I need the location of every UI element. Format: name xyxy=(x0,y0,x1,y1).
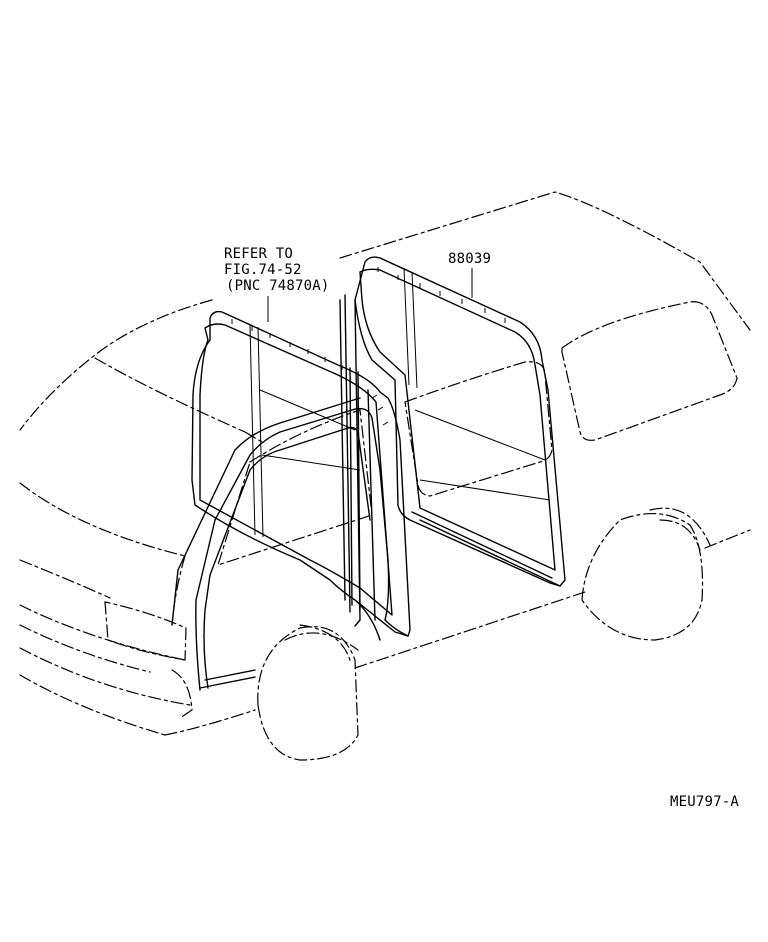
rear-door-glass xyxy=(404,361,553,497)
front-door-glass xyxy=(217,409,373,566)
front-roof-line xyxy=(19,299,213,431)
side-window xyxy=(561,301,738,441)
grille-corner xyxy=(171,669,193,719)
clip-marks xyxy=(231,267,506,426)
vehicle-body-outline xyxy=(19,191,751,761)
rear-pillar-left xyxy=(403,267,418,389)
front-door-frame xyxy=(195,407,390,691)
rear-weatherstrip-sill xyxy=(411,511,561,587)
rear-pillar-right xyxy=(339,294,351,613)
windshield-base xyxy=(94,357,246,433)
front-bumper-lines xyxy=(19,604,191,736)
front-weatherstrip-mid xyxy=(259,389,356,431)
front-pillar-right-2 xyxy=(367,389,376,621)
rear-weatherstrip-low xyxy=(419,479,551,501)
front-bumper-upper xyxy=(19,559,111,599)
rear-wheel xyxy=(581,512,704,641)
rear-wheel-arch xyxy=(649,507,711,551)
rear-door-weatherstrip-88039 xyxy=(339,256,566,627)
front-door-frame-inner xyxy=(171,397,361,626)
rear-weatherstrip-outer xyxy=(354,256,566,587)
front-wheel xyxy=(257,626,359,761)
drawing-code-label: MEU797-A xyxy=(670,794,740,810)
front-a-pillar-upper xyxy=(203,426,371,689)
roof-line xyxy=(339,191,751,331)
rear-quarter-line xyxy=(704,529,751,549)
rear-weatherstrip-mid xyxy=(414,409,546,461)
hood-edge xyxy=(19,482,186,557)
headlamp xyxy=(104,601,187,661)
rear-b-pillar-seal xyxy=(354,299,361,627)
reference-callout-line1: REFER TO xyxy=(224,246,294,262)
front-wheel-arch xyxy=(284,624,359,661)
front-door-weatherstrip xyxy=(171,310,411,691)
reference-callout-line2: FIG.74-52 xyxy=(224,262,302,278)
front-weatherstrip-bottom xyxy=(354,599,409,641)
front-b-pillar-right xyxy=(257,326,264,538)
rear-weatherstrip-inner xyxy=(359,268,556,571)
front-weatherstrip-outer xyxy=(191,310,411,637)
front-door-sill xyxy=(199,669,256,689)
reference-callout-line3: (PNC 74870A) xyxy=(226,278,330,294)
part-number-label: 88039 xyxy=(448,251,492,267)
front-b-pillar-left xyxy=(249,324,256,536)
front-fender-line xyxy=(171,555,186,626)
rocker-line xyxy=(354,591,586,669)
front-weatherstrip-mid2 xyxy=(261,454,361,471)
lower-sill-front xyxy=(164,709,256,736)
front-door-divider xyxy=(244,431,263,443)
